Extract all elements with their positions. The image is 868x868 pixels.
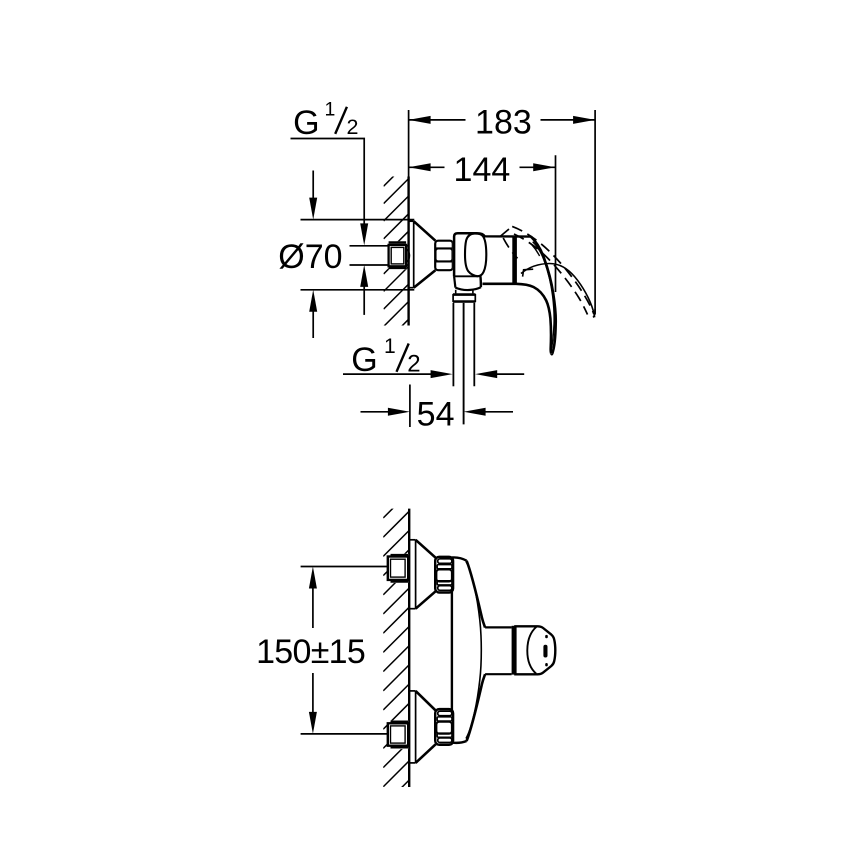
svg-text:1: 1 [384, 335, 396, 358]
svg-text:144: 144 [454, 151, 511, 189]
svg-text:G: G [351, 341, 377, 379]
svg-text:150±15: 150±15 [256, 633, 365, 671]
svg-text:G: G [293, 104, 319, 142]
svg-text:2: 2 [407, 351, 420, 378]
svg-text:2: 2 [347, 115, 359, 139]
svg-text:1: 1 [325, 98, 336, 120]
svg-text:183: 183 [475, 104, 532, 142]
svg-text:54: 54 [417, 396, 455, 434]
svg-text:Ø70: Ø70 [278, 238, 342, 276]
